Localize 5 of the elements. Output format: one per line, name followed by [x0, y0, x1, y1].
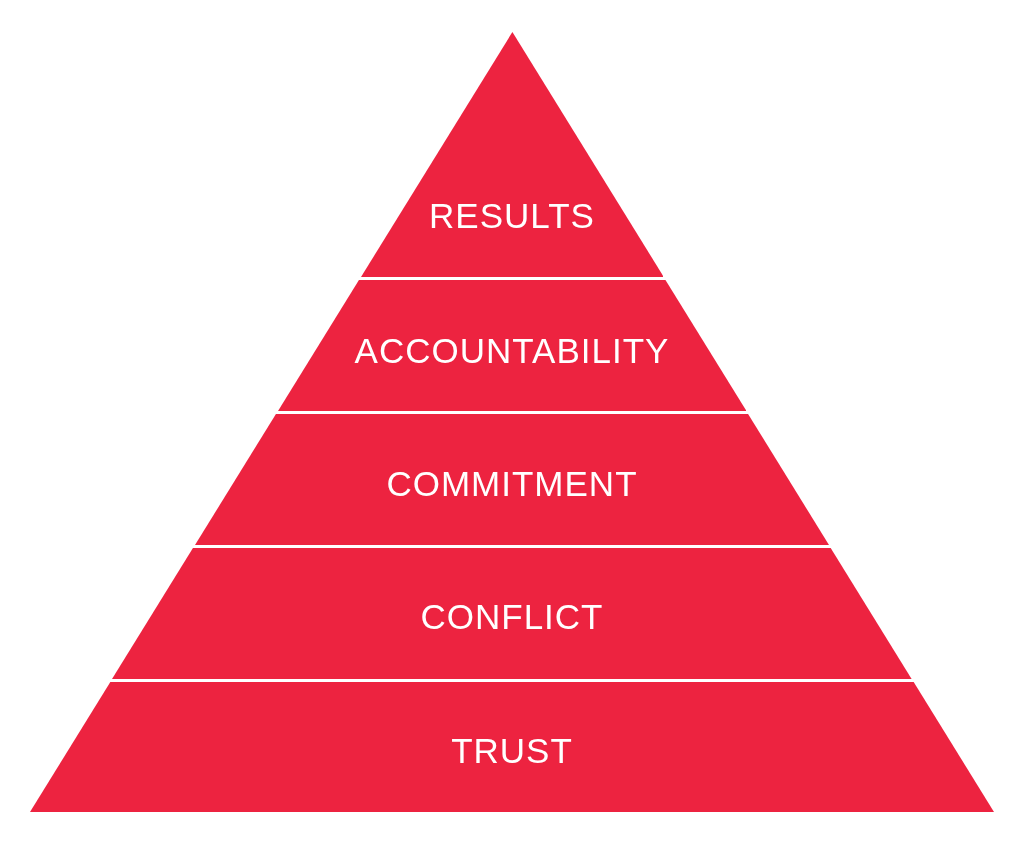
tier-label: TRUST — [451, 733, 573, 768]
tier-label: COMMITMENT — [386, 466, 638, 501]
tier-label: CONFLICT — [420, 599, 604, 634]
tier-label: RESULTS — [429, 198, 595, 233]
tier-label: ACCOUNTABILITY — [354, 333, 670, 368]
